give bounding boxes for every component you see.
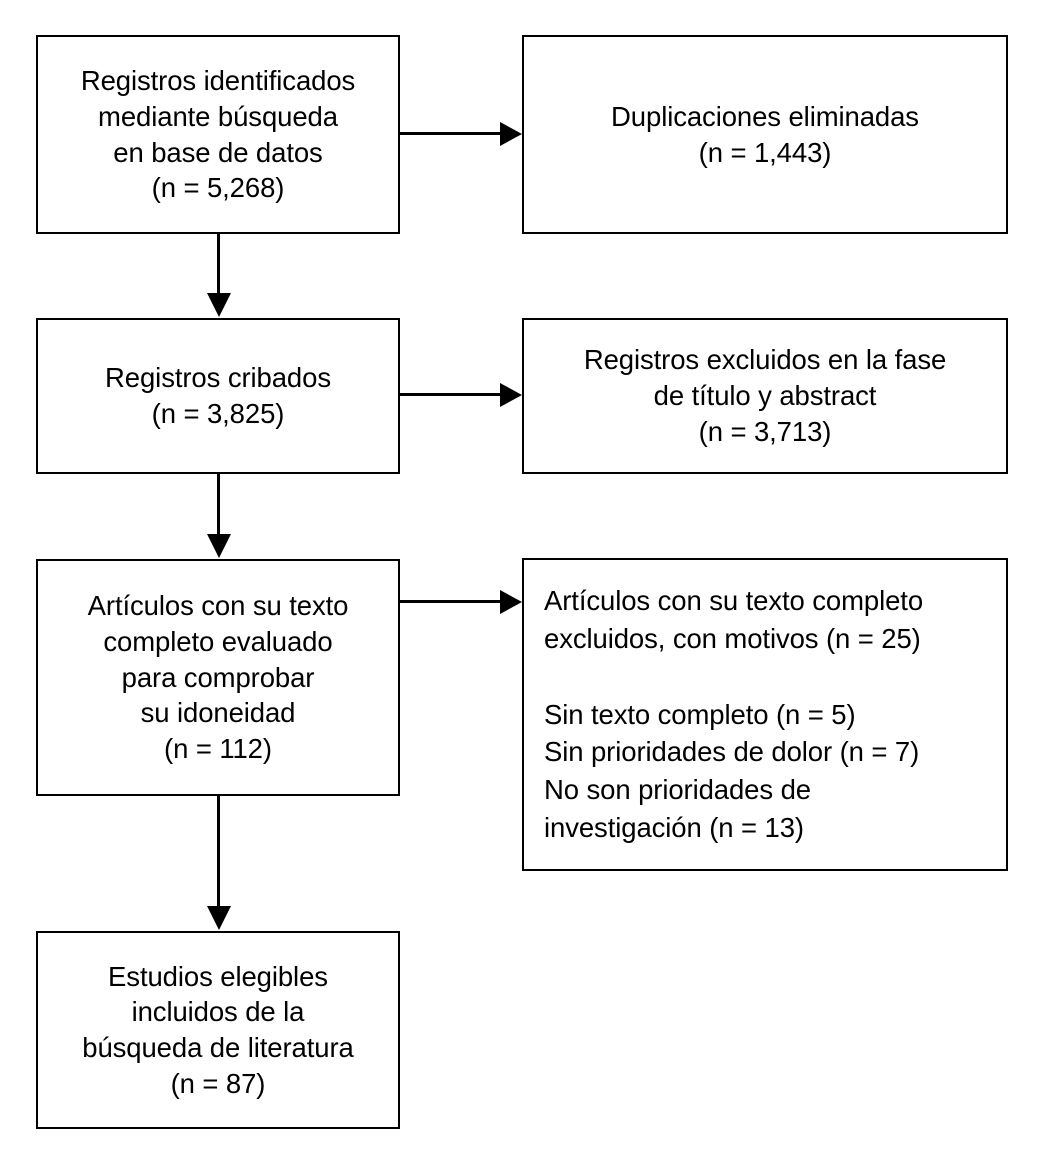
arrow-right-icon [500,122,522,146]
node-records-screened: Registros cribados (n = 3,825) [36,318,400,474]
node-fulltext-assessed-label: Artículos con su texto completo evaluado… [87,590,349,765]
node-fulltext-excluded: Artículos con su texto completo excluido… [522,558,1008,871]
node-records-excluded-title-abstract-label: Registros excluidos en la fase de título… [583,344,947,447]
connector-line [400,600,502,603]
node-records-excluded-title-abstract: Registros excluidos en la fase de título… [522,318,1008,474]
arrow-right-icon [500,383,522,407]
node-records-identified: Registros identificados mediante búsqued… [36,35,400,234]
connector-identified-to-duplicates [400,120,523,148]
connector-line [400,132,502,135]
connector-fulltext-to-included [206,795,232,933]
connector-line [217,233,220,297]
connector-screened-to-fulltext [206,473,232,561]
node-duplicates-removed-label: Duplicaciones eliminadas (n = 1,443) [611,100,919,168]
node-fulltext-assessed: Artículos con su texto completo evaluado… [36,559,400,796]
node-duplicates-removed: Duplicaciones eliminadas (n = 1,443) [522,35,1008,234]
connector-screened-to-excluded-title-abstract [400,381,523,409]
arrow-right-icon [500,590,522,614]
node-studies-included-label: Estudios elegibles incluidos de la búsqu… [82,960,354,1099]
connector-line [400,393,502,396]
connector-line [217,473,220,538]
arrow-down-icon [207,906,231,930]
connector-fulltext-to-fulltext-excluded [400,588,523,616]
node-records-screened-label: Registros cribados (n = 3,825) [105,362,331,429]
arrow-down-icon [207,534,231,558]
node-records-identified-label: Registros identificados mediante búsqued… [80,65,356,204]
node-studies-included: Estudios elegibles incluidos de la búsqu… [36,931,400,1129]
connector-identified-to-screened [206,233,232,319]
arrow-down-icon [207,293,231,317]
node-fulltext-excluded-label: Artículos con su texto completo excluido… [544,584,924,844]
connector-line [217,795,220,910]
